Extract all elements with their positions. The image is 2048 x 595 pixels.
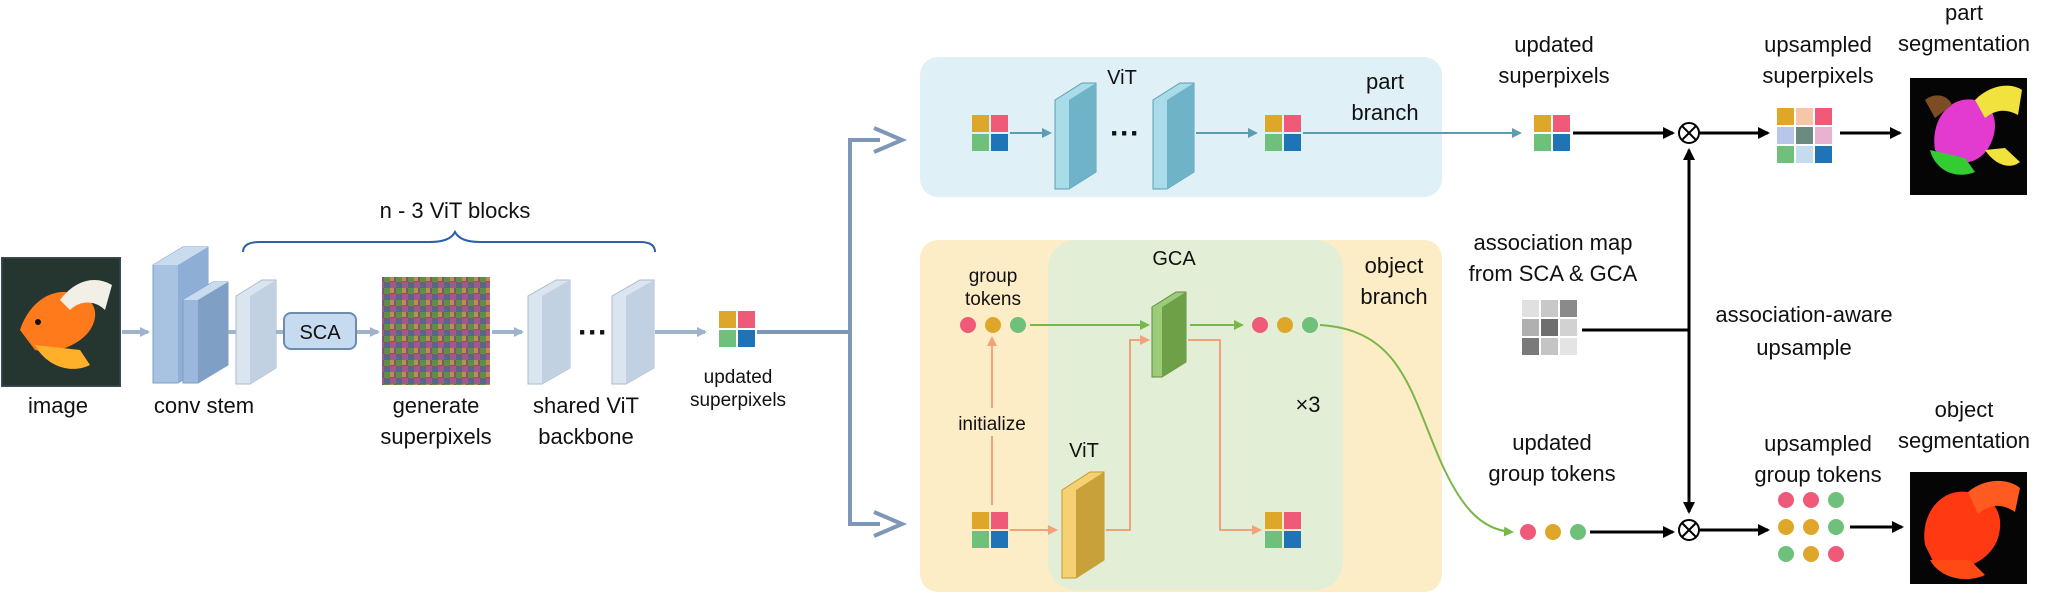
object-vit-block	[1061, 471, 1105, 579]
object-branch-label-2: branch	[1360, 284, 1427, 309]
part-vit-dots: ···	[1110, 117, 1140, 150]
vit-block-first	[235, 279, 277, 385]
top-updated-label-1: updated	[1514, 32, 1594, 57]
part-segmentation-image	[1910, 78, 2027, 195]
upsampled-gt-label-1: upsampled	[1764, 431, 1872, 456]
vit-blocks-label: n - 3 ViT blocks	[380, 198, 531, 223]
part-vit-block-2	[1152, 82, 1195, 190]
otimes-top	[1678, 122, 1700, 144]
input-image	[1, 257, 121, 387]
part-input-superpixels	[972, 115, 1008, 151]
group-tokens-label-1: group	[969, 266, 1018, 287]
top-updated-label-2: superpixels	[1498, 63, 1609, 88]
part-vit-label: ViT	[1107, 67, 1137, 89]
part-branch-label-2: branch	[1351, 100, 1418, 125]
part-seg-label-1: part	[1945, 0, 1983, 25]
gca-label: GCA	[1152, 248, 1196, 270]
updated-superpixels-label-1: updated	[704, 367, 773, 388]
updated-superpixels-label-2: superpixels	[690, 390, 786, 411]
upsampled-sp-label-1: upsampled	[1764, 32, 1872, 57]
updated-group-tokens	[1520, 524, 1586, 540]
upsampled-sp-label-2: superpixels	[1762, 63, 1873, 88]
shared-vit-label-2: backbone	[538, 424, 633, 449]
object-vit-label: ViT	[1069, 440, 1099, 462]
object-input-superpixels	[972, 512, 1008, 548]
object-output-superpixels	[1265, 512, 1301, 548]
part-vit-block-1	[1054, 82, 1097, 190]
curve-tokens-to-updated-group	[1319, 324, 1514, 537]
split-vertical	[848, 138, 880, 526]
conv-stem-label: conv stem	[154, 393, 254, 418]
shared-vit-label-1: shared ViT	[533, 393, 639, 418]
object-seg-label-2: segmentation	[1898, 428, 2030, 453]
initialize-label-bg	[950, 408, 1034, 436]
object-seg-label-1: object	[1935, 397, 1994, 422]
upsampled-superpixels-grid	[1777, 108, 1832, 163]
sca-box	[283, 312, 357, 350]
part-branch-label-1: part	[1366, 69, 1404, 94]
part-seg-label-2: segmentation	[1898, 31, 2030, 56]
split-arrowhead-top	[873, 126, 908, 154]
updated-gt-label-2: group tokens	[1488, 461, 1615, 486]
otimes-bottom	[1678, 519, 1700, 541]
conv-stem-block	[152, 246, 229, 384]
arrow-gca-to-obj-out	[1188, 339, 1262, 535]
image-label: image	[28, 393, 88, 418]
sca-label: SCA	[299, 322, 341, 344]
backbone-dots: ···	[578, 316, 608, 349]
updated-superpixels-grid	[719, 311, 755, 347]
top-updated-superpixels	[1534, 115, 1570, 151]
shared-vit-block-2	[611, 279, 655, 385]
part-output-superpixels	[1265, 115, 1301, 151]
gca-block	[1151, 291, 1187, 378]
updated-gt-label-1: updated	[1512, 430, 1592, 455]
superpixel-image	[382, 277, 490, 385]
association-map-grid	[1522, 300, 1577, 355]
assoc-aware-label-2: upsample	[1756, 335, 1851, 360]
upsampled-gt-label-2: group tokens	[1754, 462, 1881, 487]
assoc-aware-label-1: association-aware	[1715, 302, 1892, 327]
arrow-vit-to-gca	[1106, 335, 1150, 531]
times3-label: ×3	[1295, 392, 1320, 417]
object-branch-label-1: object	[1365, 253, 1424, 278]
split-arrowhead-bottom	[873, 510, 908, 538]
object-segmentation-image	[1910, 472, 2027, 584]
assoc-map-label-2: from SCA & GCA	[1469, 261, 1638, 286]
generate-label-1: generate	[393, 393, 480, 418]
shared-vit-block-1	[527, 279, 571, 385]
group-tokens-updated	[1252, 317, 1318, 333]
generate-label-2: superpixels	[380, 424, 491, 449]
initialize-label: initialize	[958, 414, 1026, 435]
gca-loop-region	[1048, 240, 1343, 590]
vit-blocks-brace	[242, 229, 656, 253]
assoc-map-label-1: association map	[1474, 230, 1633, 255]
group-tokens-label-2: tokens	[965, 289, 1021, 310]
group-tokens-initial	[960, 317, 1026, 333]
upsampled-group-tokens-grid	[1778, 492, 1844, 562]
